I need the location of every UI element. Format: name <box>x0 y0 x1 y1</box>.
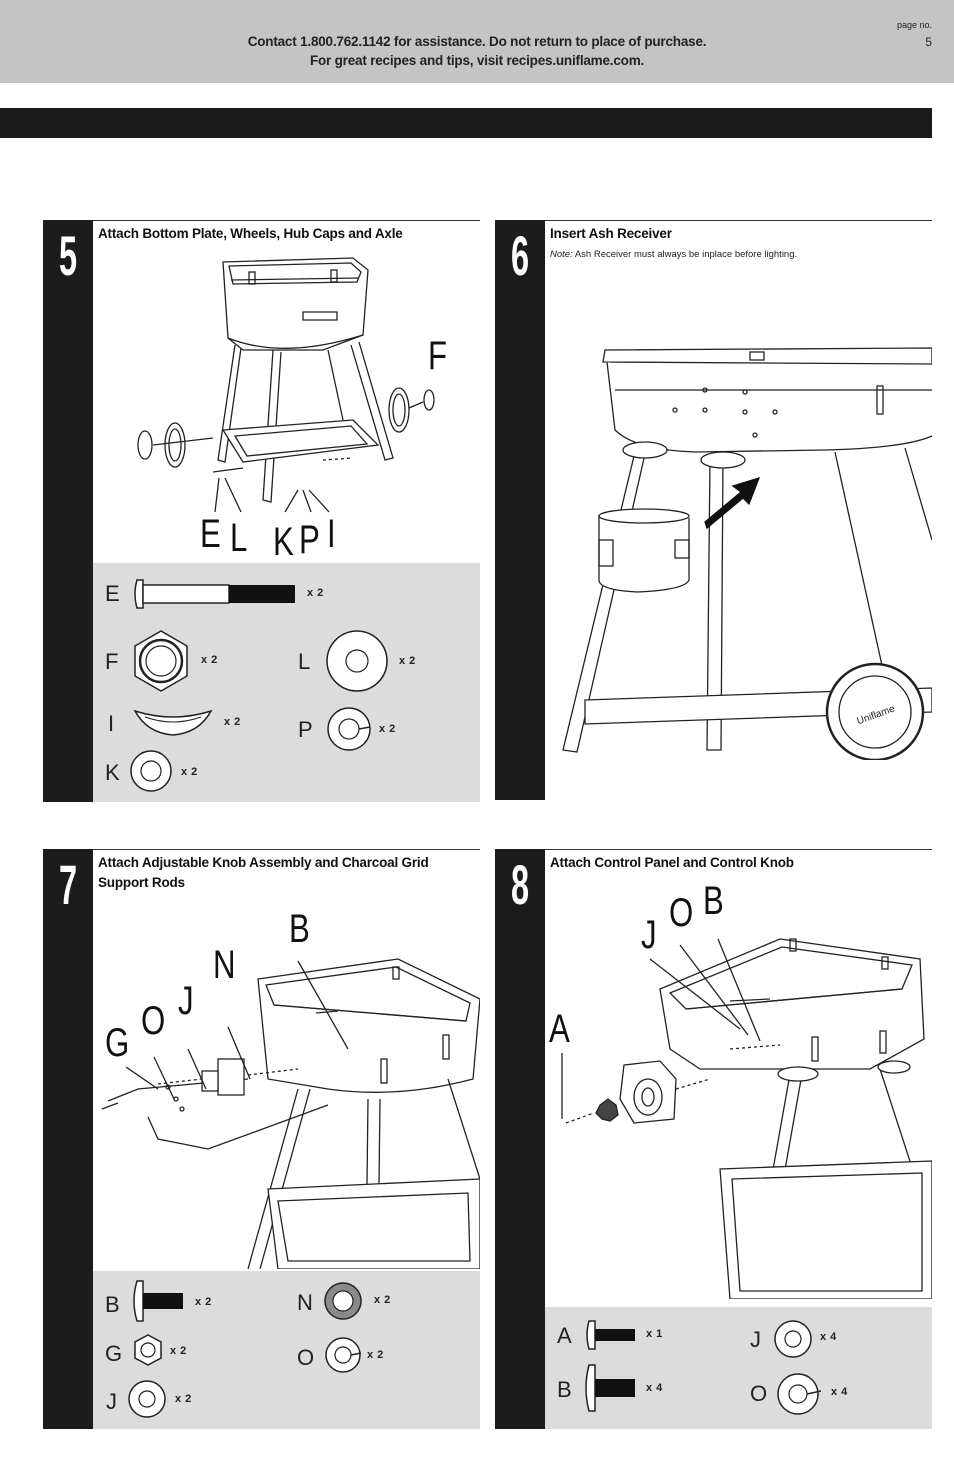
step-number: 8 <box>510 853 530 916</box>
washer-J-icon <box>128 1380 166 1418</box>
page-number-label: page no. <box>896 20 932 30</box>
part-label-K: K <box>105 760 120 785</box>
step-number: 6 <box>510 224 530 287</box>
lock-washer-O-icon <box>777 1373 822 1415</box>
part-qty-B: x 2 <box>195 1296 212 1308</box>
callout-N: N <box>213 943 236 987</box>
callout-O: O <box>669 891 694 935</box>
hex-nut-F-icon <box>134 630 188 692</box>
part-label-F: F <box>105 649 119 674</box>
bolt-B-icon <box>133 1280 183 1322</box>
part-qty-B: x 4 <box>646 1382 663 1394</box>
knob-assembly-illustration <box>101 958 480 1269</box>
step-8: 8 Attach Control Panel and Control Knob <box>495 849 932 1429</box>
step-number-column <box>43 220 93 802</box>
callout-F: F <box>428 334 448 378</box>
part-qty-J: x 2 <box>175 1393 192 1405</box>
step-number: 7 <box>58 853 78 916</box>
contact-info: Contact 1.800.762.1142 for assistance. D… <box>0 32 954 70</box>
washer-N-icon <box>324 1282 362 1320</box>
step-6: 6 Insert Ash Receiver Note: Ash Receiver… <box>495 220 932 800</box>
part-qty-F: x 2 <box>201 654 218 666</box>
divider <box>93 220 480 221</box>
part-qty-L: x 2 <box>399 655 416 667</box>
step-number: 5 <box>58 224 78 287</box>
contact-line-1: Contact 1.800.762.1142 for assistance. D… <box>247 34 707 49</box>
step-5: 5 Attach Bottom Plate, Wheels, Hub Caps … <box>43 220 480 802</box>
part-qty-O: x 4 <box>831 1386 848 1398</box>
part-label-E: E <box>105 581 120 606</box>
part-qty-A: x 1 <box>646 1328 663 1340</box>
washer-L-icon <box>326 630 388 692</box>
step-note: Note: Ash Receiver must always be inplac… <box>550 249 797 260</box>
step-number-column <box>495 220 545 800</box>
parts-panel: B x 2 N x 2 G x 2 O x 2 J x 2 <box>93 1271 480 1429</box>
callout-P: P <box>299 518 320 562</box>
lock-washer-P-icon <box>327 707 371 751</box>
bolt-B-icon <box>585 1364 635 1412</box>
callout-K: K <box>273 520 294 564</box>
washer-J-icon <box>774 1320 812 1358</box>
step-number-column <box>495 849 545 1429</box>
part-qty-J: x 4 <box>820 1331 837 1343</box>
part-qty-G: x 2 <box>170 1345 187 1357</box>
ash-receiver-illustration: Uniflame <box>562 347 932 760</box>
divider <box>545 849 932 850</box>
bolt-E-icon <box>134 579 295 609</box>
callout-B: B <box>703 879 724 923</box>
contact-line-2: For great recipes and tips, visit recipe… <box>309 53 645 68</box>
header-bar <box>0 0 954 83</box>
part-qty-P: x 2 <box>379 723 396 735</box>
callout-J: J <box>178 979 194 1023</box>
callout-J: J <box>641 913 657 957</box>
step-title: Insert Ash Receiver <box>550 226 672 241</box>
part-label-J: J <box>750 1327 761 1352</box>
callout-I: I <box>327 512 336 556</box>
grill-assembly-illustration <box>137 257 435 513</box>
callout-O: O <box>141 999 166 1043</box>
part-label-B: B <box>105 1292 120 1317</box>
lock-washer-O-icon <box>325 1337 362 1373</box>
callout-B: B <box>289 907 310 951</box>
part-qty-I: x 2 <box>224 716 241 728</box>
part-label-P: P <box>298 717 313 742</box>
part-label-B: B <box>557 1377 572 1402</box>
washer-K-icon <box>130 750 172 792</box>
part-qty-K: x 2 <box>181 766 198 778</box>
part-label-I: I <box>108 711 115 736</box>
parts-panel: E x 2 F x 2 L x 2 I x 2 P <box>93 563 480 802</box>
step-title: Attach Control Panel and Control Knob <box>550 855 794 870</box>
note-text: Ash Receiver must always be inplace befo… <box>572 249 798 260</box>
parts-panel: A x 1 J x 4 B x 4 O x 4 <box>545 1307 932 1429</box>
step-number-column <box>43 849 93 1429</box>
part-label-G: G <box>105 1341 123 1366</box>
callout-G: G <box>105 1021 130 1065</box>
callout-A: A <box>549 1007 570 1051</box>
hub-cap-I-icon <box>133 709 213 736</box>
step-7: 7 Attach Adjustable Knob Assembly and Ch… <box>43 849 480 1429</box>
cap-nut-G-icon <box>134 1334 162 1366</box>
part-label-A: A <box>557 1323 572 1348</box>
part-label-O: O <box>750 1381 768 1406</box>
part-qty-E: x 2 <box>307 587 324 599</box>
section-bar <box>0 108 932 138</box>
part-label-L: L <box>298 649 311 674</box>
divider <box>545 220 932 221</box>
note-prefix: Note: <box>550 249 573 260</box>
callout-E: E <box>200 512 221 556</box>
divider <box>93 849 480 850</box>
bolt-A-icon <box>586 1320 635 1350</box>
part-label-O: O <box>297 1345 315 1370</box>
control-panel-illustration <box>561 938 932 1299</box>
part-label-N: N <box>297 1290 313 1315</box>
part-qty-N: x 2 <box>374 1294 391 1306</box>
page-number: 5 <box>925 35 932 49</box>
part-label-J: J <box>106 1389 117 1414</box>
step-title: Attach Adjustable Knob Assembly and Char… <box>98 855 429 890</box>
callout-L: L <box>230 516 248 560</box>
step-title: Attach Bottom Plate, Wheels, Hub Caps an… <box>98 226 403 241</box>
part-qty-O: x 2 <box>367 1349 384 1361</box>
